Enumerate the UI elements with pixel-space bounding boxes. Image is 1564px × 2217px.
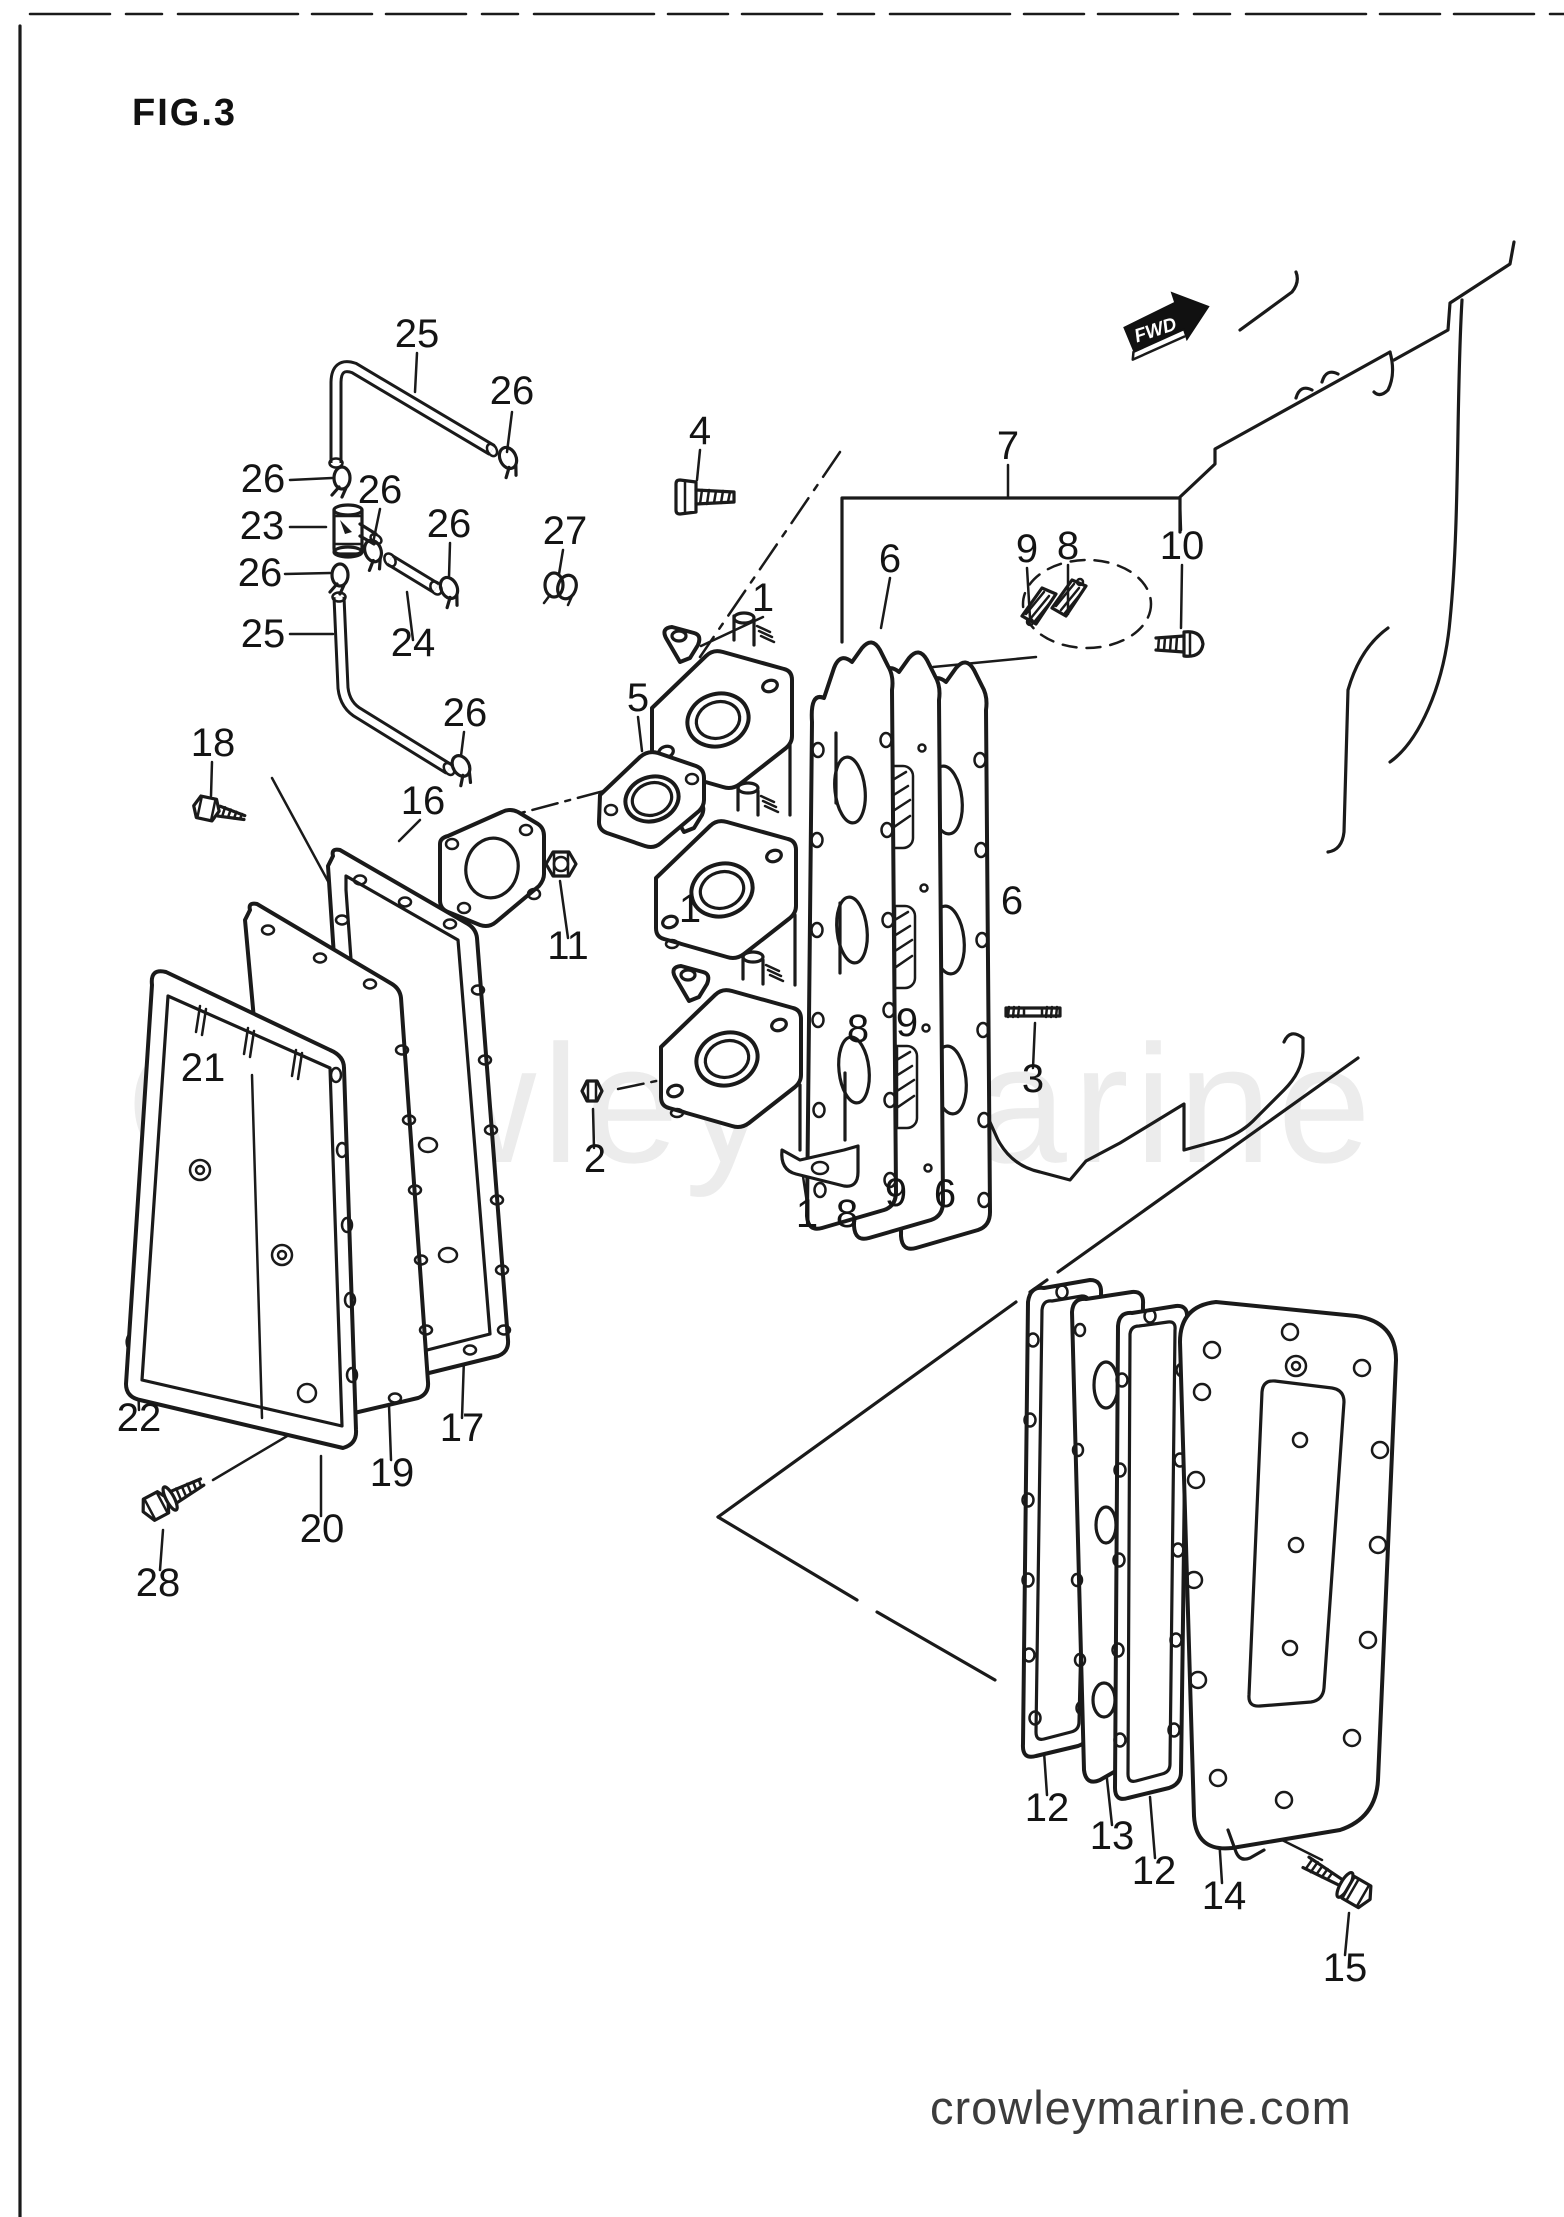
exhaust-cover-gasket-12-right xyxy=(1111,1303,1190,1801)
callout-26: 26 xyxy=(241,457,286,501)
callout-20: 20 xyxy=(300,1507,345,1551)
hose-clamp-26 xyxy=(492,443,525,482)
callout-25: 25 xyxy=(241,612,286,656)
callout-1: 1 xyxy=(796,1192,818,1236)
callout-labels: 25 26 26 23 26 26 27 26 25 24 26 18 16 5… xyxy=(117,312,1368,1990)
callout-11: 11 xyxy=(547,924,589,968)
breather-hose-lower xyxy=(331,591,456,777)
hose-clamp-26 xyxy=(328,562,350,596)
exploded-view-pointer-triangle xyxy=(716,1056,1360,1682)
callout-9: 9 xyxy=(1016,527,1038,571)
callout-12: 12 xyxy=(1025,1786,1070,1830)
engine-block-outline xyxy=(978,240,1516,1182)
hose-clamp-26 xyxy=(330,465,352,499)
fwd-arrow: FWD xyxy=(1123,291,1210,361)
callout-17: 17 xyxy=(440,1406,485,1450)
callout-6: 6 xyxy=(934,1172,956,1216)
callout-19: 19 xyxy=(370,1451,415,1495)
carb-flange-1-bottom xyxy=(659,950,803,1129)
bolt-4 xyxy=(674,478,736,516)
callout-26: 26 xyxy=(443,691,488,735)
callout-9: 9 xyxy=(896,1001,918,1045)
bolt-10 xyxy=(1154,630,1205,658)
callout-9: 9 xyxy=(885,1171,907,1215)
callout-7: 7 xyxy=(997,424,1019,468)
callout-26: 26 xyxy=(490,369,535,413)
wire-clamp-27 xyxy=(542,571,578,607)
nut-2 xyxy=(580,1079,604,1103)
callout-1: 1 xyxy=(752,576,774,620)
callout-5: 5 xyxy=(627,676,649,720)
callout-4: 4 xyxy=(689,409,711,453)
reed-valve-small-parts xyxy=(1020,577,1088,627)
callout-18: 18 xyxy=(191,721,236,765)
site-footer-text: crowleymarine.com xyxy=(930,2081,1352,2134)
gasket-5 xyxy=(597,750,706,849)
gasket-8-plate xyxy=(805,640,898,1231)
figure-title: FIG.3 xyxy=(132,92,238,134)
callout-1: 1 xyxy=(679,887,701,931)
callout-13: 13 xyxy=(1090,1814,1135,1858)
callout-15: 15 xyxy=(1323,1946,1368,1990)
callout-21: 21 xyxy=(181,1046,226,1090)
hose-clamp-26 xyxy=(433,573,466,612)
callout-16: 16 xyxy=(401,779,446,823)
callout-2: 2 xyxy=(584,1137,606,1181)
callout-8: 8 xyxy=(836,1192,858,1236)
bolt-28 xyxy=(141,1477,206,1522)
callout-28: 28 xyxy=(136,1561,181,1605)
bolt-18 xyxy=(192,794,247,823)
hose-clamp-26 xyxy=(445,750,480,790)
callout-12: 12 xyxy=(1132,1849,1177,1893)
callout-27: 27 xyxy=(543,509,588,553)
callout-23: 23 xyxy=(240,504,285,548)
callout-24: 24 xyxy=(391,621,436,665)
callout-26: 26 xyxy=(238,551,283,595)
outer-exhaust-cover-14 xyxy=(1178,1300,1398,1861)
callout-10: 10 xyxy=(1160,524,1205,568)
reed-set-dashed-ellipse xyxy=(1021,558,1153,650)
manifold-body-runners xyxy=(780,731,860,1188)
callout-6: 6 xyxy=(1001,879,1023,923)
t-joint-fitting xyxy=(332,503,383,559)
callout-8: 8 xyxy=(1057,524,1079,568)
stud-3 xyxy=(1004,1005,1062,1019)
breather-hose-short xyxy=(383,552,443,596)
outer-exhaust-cover-20 xyxy=(124,969,359,1450)
breather-hose-upper xyxy=(328,360,499,469)
callout-14: 14 xyxy=(1202,1874,1247,1918)
callout-3: 3 xyxy=(1022,1057,1044,1101)
callout-8: 8 xyxy=(847,1007,869,1051)
callout-26: 26 xyxy=(358,468,403,512)
callout-22: 22 xyxy=(117,1396,162,1440)
callout-25: 25 xyxy=(395,312,440,356)
bolt-15 xyxy=(1301,1855,1373,1910)
nut-11 xyxy=(544,850,578,878)
callout-6: 6 xyxy=(879,537,901,581)
gasket-16 xyxy=(438,808,546,928)
callout-26: 26 xyxy=(427,502,472,546)
